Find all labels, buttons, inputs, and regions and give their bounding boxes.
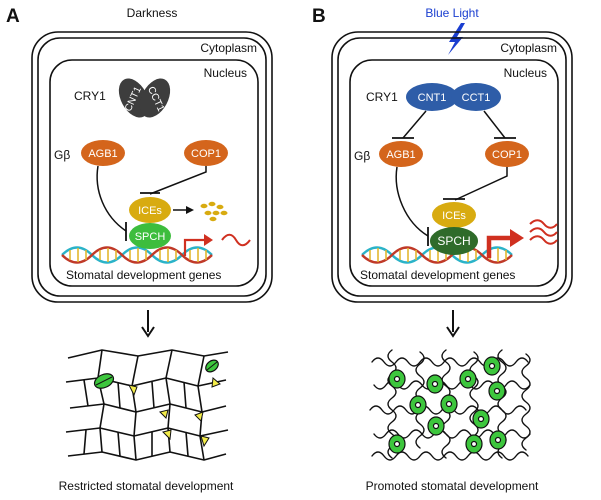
spch-label: SPCH: [437, 234, 470, 248]
agb1-inhibits-spch-line: [96, 165, 127, 232]
genes-label: Stomatal development genes: [66, 268, 221, 282]
outcome-caption: Restricted stomatal development: [59, 479, 234, 493]
cry1-inhibits-cop1-line: [483, 110, 506, 139]
cop1-protein: [184, 140, 228, 166]
ices-label: ICEs: [138, 205, 162, 217]
ices-protein: [129, 197, 171, 223]
mrna-squiggle: [221, 233, 251, 247]
transcription-arrow-head: [510, 229, 524, 247]
cop1-inhibits-ices-line: [454, 167, 508, 201]
cnt1-domain: [406, 83, 458, 111]
panel-b: B Blue Light Cytoplasm Nucleus CRY1 CNT1…: [312, 6, 573, 493]
outcome-caption: Promoted stomatal development: [366, 479, 539, 493]
cell-outer-wall: [31, 31, 273, 303]
stomata-guard-cells: [388, 356, 507, 454]
cop1-protein: [485, 141, 529, 167]
cell-inner-membrane: [337, 37, 567, 297]
cell-outer-wall: [331, 31, 573, 303]
down-arrow-head: [141, 326, 155, 338]
transcription-arrow-head: [204, 234, 213, 246]
panel-a: A Darkness Cytoplasm Nucleus CRY1 CNT1 C…: [6, 6, 273, 493]
down-arrow-head: [446, 326, 460, 338]
genes-label: Stomatal development genes: [360, 268, 515, 282]
mrna-squiggles: [529, 219, 558, 245]
transcription-arrow: [183, 238, 204, 256]
agb1-label: AGB1: [88, 148, 117, 160]
cop1-label: COP1: [492, 149, 522, 161]
spch-protein: [430, 227, 478, 255]
cytoplasm-label: Cytoplasm: [200, 41, 257, 55]
epidermis-tissue-restricted: [65, 349, 229, 461]
agb1-inhibits-spch-line: [395, 166, 429, 237]
ices-protein: [432, 202, 476, 228]
nucleus-boundary: [49, 59, 259, 287]
nucleus-label: Nucleus: [504, 66, 547, 80]
gbeta-label: Gβ: [54, 148, 70, 162]
epidermis-tissue-promoted: [369, 349, 531, 461]
nucleus-boundary: [349, 59, 559, 287]
nucleus-label: Nucleus: [204, 66, 247, 80]
cell-inner-membrane: [37, 37, 267, 297]
spch-protein: [129, 223, 171, 249]
stomata-guard-cells: [93, 359, 219, 389]
agb1-protein: [379, 141, 423, 167]
meristemoid-cells: [128, 377, 221, 448]
condition-label: Blue Light: [425, 6, 479, 20]
agb1-label: AGB1: [386, 149, 415, 161]
cct1-domain: [139, 78, 171, 118]
panel-letter: B: [312, 6, 326, 27]
ices-label: ICEs: [442, 210, 466, 222]
lightning-bolt-icon: [448, 23, 465, 55]
panel-letter: A: [6, 6, 20, 27]
condition-label: Darkness: [127, 6, 178, 20]
gbeta-label: Gβ: [354, 149, 370, 163]
cry1-complex: CNT1 CCT1: [406, 83, 501, 111]
agb1-protein: [81, 140, 125, 166]
cct1-label: CCT1: [462, 92, 491, 104]
dna-helix: [61, 246, 213, 264]
cry1-complex: CNT1 CCT1: [118, 78, 171, 118]
cry1-label: CRY1: [74, 89, 106, 103]
degraded-ices-fragments: [200, 201, 228, 222]
spch-label: SPCH: [135, 231, 166, 243]
cry1-label: CRY1: [366, 90, 398, 104]
cry1-inhibits-agb1-line: [402, 110, 427, 139]
cnt1-label: CNT1: [418, 92, 447, 104]
cop1-label: COP1: [191, 148, 221, 160]
cct1-domain: [451, 83, 501, 111]
transcription-arrow: [486, 235, 512, 258]
cytoplasm-label: Cytoplasm: [500, 41, 557, 55]
cop1-inhibits-ices-line: [149, 166, 207, 195]
